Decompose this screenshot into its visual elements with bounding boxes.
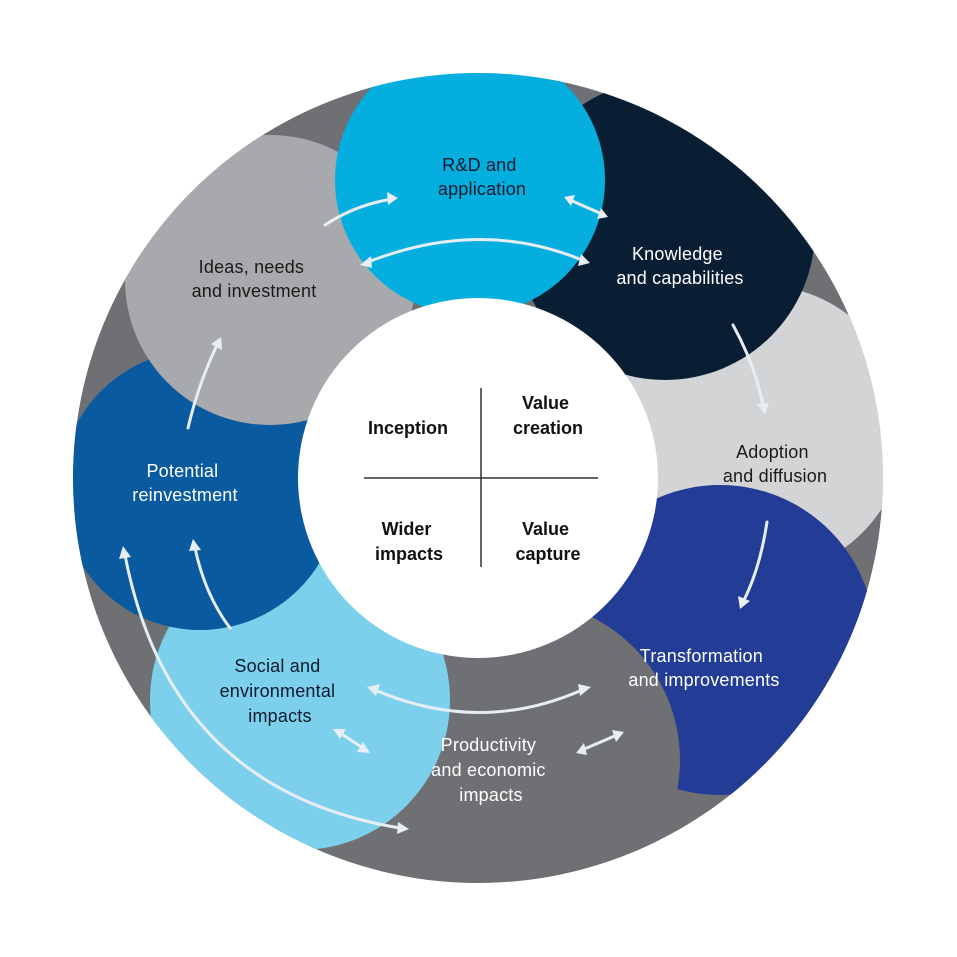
arrow-ideas-knowledge — [366, 238, 584, 264]
label-line: Potential — [146, 461, 218, 481]
arrow-head-icon — [397, 822, 409, 834]
arrow-productivity-transformation — [580, 733, 619, 752]
segment-label-social: Social and environmental impacts — [220, 656, 341, 726]
arrow-head-icon — [564, 195, 575, 206]
segment-label-productivity: Productivity and economic impacts — [431, 735, 551, 805]
arrow-head-icon — [612, 730, 624, 742]
arrow-head-icon — [357, 742, 370, 753]
quadrant-label-value-creation: Value creation — [513, 393, 583, 438]
label-line: and improvements — [628, 670, 779, 690]
label-line: and investment — [192, 281, 317, 301]
segment-rd — [335, 73, 605, 315]
label-line: and economic — [431, 760, 545, 780]
label-line: Value — [522, 519, 569, 539]
label-line: and diffusion — [723, 466, 827, 486]
arrow-outer-loop — [123, 553, 402, 830]
label-line: reinvestment — [132, 485, 237, 505]
label-line: application — [438, 179, 526, 199]
label-line: Adoption — [736, 442, 809, 462]
segment-label-transformation: Transformation and improvements — [628, 646, 779, 690]
label-line: capture — [515, 544, 580, 564]
label-line: impacts — [248, 706, 311, 726]
label-line: creation — [513, 418, 583, 438]
arrow-adoption-to-transformation — [742, 520, 769, 602]
quadrant-label-wider-impacts: Wider impacts — [375, 519, 443, 564]
arrow-head-icon — [333, 729, 346, 739]
arrow-head-icon — [576, 743, 587, 755]
arrow-social-productivity — [338, 731, 365, 750]
label-line: Inception — [368, 418, 448, 438]
arrow-head-icon — [757, 403, 769, 414]
label-line: impacts — [459, 785, 522, 805]
arrow-head-icon — [578, 254, 590, 266]
label-line: Social and — [234, 656, 320, 676]
segment-label-knowledge: Knowledge and capabilities — [616, 244, 743, 288]
arrow-head-icon — [119, 546, 131, 559]
segment-label-adoption: Adoption and diffusion — [723, 442, 827, 486]
label-line: R&D and — [442, 155, 516, 175]
arrow-knowledge-to-adoption — [731, 323, 765, 407]
label-line: Value — [522, 393, 569, 413]
arrow-social-to-reinvestment — [193, 546, 232, 630]
label-line: Transformation — [640, 646, 763, 666]
arrow-rd-knowledge — [568, 198, 604, 216]
quadrant-label-inception: Inception — [368, 418, 448, 438]
ring-segments — [73, 73, 883, 883]
arrow-head-icon — [597, 208, 608, 219]
segment-label-ideas: Ideas, needs and investment — [192, 257, 317, 301]
label-line: impacts — [375, 544, 443, 564]
arrow-head-icon — [367, 684, 380, 696]
flow-arrows — [119, 192, 769, 834]
arrow-head-icon — [360, 256, 372, 268]
arrow-reinvestment-to-ideas — [186, 343, 219, 430]
segment-label-reinvestment: Potential reinvestment — [132, 461, 237, 505]
arrow-head-icon — [738, 596, 750, 609]
arrow-head-icon — [578, 684, 591, 696]
label-line: Knowledge — [632, 244, 723, 264]
label-line: and capabilities — [616, 268, 743, 288]
arrow-social-transformation — [373, 688, 584, 714]
segment-label-rd: R&D and application — [438, 155, 526, 199]
arrow-head-icon — [387, 192, 398, 205]
quadrant-label-value-capture: Value capture — [515, 519, 580, 564]
label-line: Ideas, needs — [199, 257, 304, 277]
label-line: environmental — [220, 681, 336, 701]
arrow-head-icon — [189, 539, 201, 551]
arrow-ideas-to-rd — [323, 197, 394, 227]
arrow-head-icon — [211, 337, 222, 350]
label-line: Wider — [382, 519, 432, 539]
label-line: Productivity — [441, 735, 536, 755]
